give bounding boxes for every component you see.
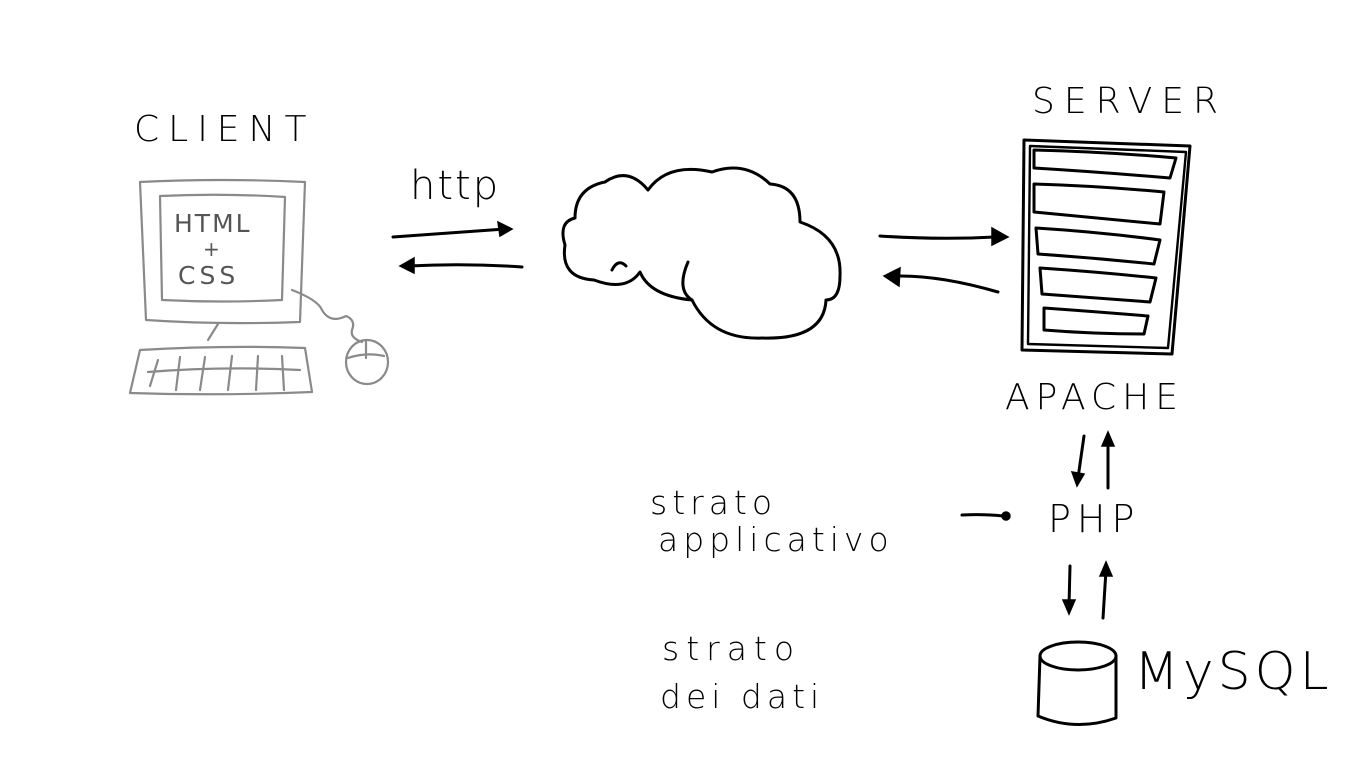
application-layer-line2: applicativo <box>658 520 894 559</box>
monitor-frame <box>138 178 307 325</box>
server-arrows <box>878 226 1010 294</box>
http-label: http <box>410 163 501 209</box>
keyboard-icon <box>128 345 314 396</box>
database-icon <box>1036 640 1118 726</box>
php-label: PHP <box>1048 497 1141 541</box>
data-layer-line1: strato <box>662 629 802 668</box>
apache-label: APACHE <box>1005 377 1184 418</box>
mysql-label: MySQL <box>1134 642 1333 702</box>
server-rack-icon <box>1020 138 1192 356</box>
http-arrows <box>391 220 524 275</box>
layer-pointer-arrow <box>960 511 1011 521</box>
monitor-screen <box>158 193 287 303</box>
screen-text-plus: + <box>203 237 220 261</box>
apache-php-arrows <box>1070 430 1116 490</box>
server-title: SERVER <box>1032 81 1228 122</box>
cloud-icon <box>561 166 842 340</box>
mouse-cable <box>290 288 364 344</box>
application-layer-line1: strato <box>650 483 778 522</box>
data-layer-line2: dei dati <box>660 677 825 716</box>
php-mysql-arrows <box>1061 560 1114 620</box>
monitor-stand <box>206 322 220 342</box>
screen-text-css: CSS <box>178 261 240 290</box>
client-title: CLIENT <box>134 109 316 150</box>
screen-text-html: HTML <box>174 209 252 238</box>
client-computer-icon <box>128 178 390 396</box>
mouse-icon <box>344 338 390 386</box>
